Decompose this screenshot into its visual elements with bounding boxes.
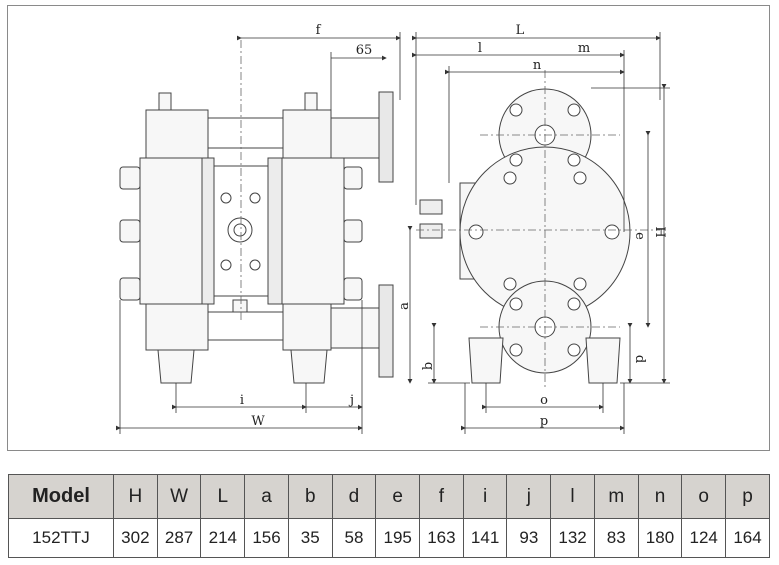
cell-model: 152TTJ bbox=[8, 518, 114, 558]
cell-a: 156 bbox=[244, 518, 289, 558]
cell-L: 214 bbox=[200, 518, 246, 558]
header-model: Model bbox=[8, 474, 114, 519]
dim-label-65: 65 bbox=[356, 43, 373, 58]
header-a: a bbox=[244, 474, 289, 519]
header-d: d bbox=[331, 474, 377, 519]
cell-d: 58 bbox=[331, 518, 377, 558]
header-n: n bbox=[637, 474, 683, 519]
header-j: j bbox=[506, 474, 552, 519]
dim-label-m: m bbox=[578, 41, 590, 56]
dim-label-a: a bbox=[397, 302, 412, 310]
header-e: e bbox=[375, 474, 421, 519]
cell-i: 141 bbox=[462, 518, 508, 558]
dim-label-o: o bbox=[540, 393, 548, 408]
header-b: b bbox=[287, 474, 333, 519]
dim-label-l: l bbox=[478, 41, 482, 56]
header-i: i bbox=[462, 474, 508, 519]
spec-table-header-row: Model H W L a b d e f i j l m n o p bbox=[8, 474, 770, 519]
front-view bbox=[119, 91, 394, 384]
dim-label-H: H bbox=[652, 226, 667, 237]
cell-f: 163 bbox=[419, 518, 464, 558]
cell-W: 287 bbox=[156, 518, 202, 558]
dim-label-d: d bbox=[632, 355, 647, 363]
cell-n: 180 bbox=[637, 518, 683, 558]
header-o: o bbox=[681, 474, 727, 519]
side-view bbox=[419, 88, 631, 384]
header-p: p bbox=[725, 474, 770, 519]
dim-label-j: j bbox=[348, 393, 354, 408]
header-L: L bbox=[200, 474, 246, 519]
cell-o: 124 bbox=[681, 518, 727, 558]
technical-drawing: f 65 L l m n H e a b d i j W o p bbox=[116, 23, 670, 434]
center-lines bbox=[240, 40, 660, 390]
cell-p: 164 bbox=[725, 518, 770, 558]
cell-j: 93 bbox=[506, 518, 552, 558]
dim-label-e: e bbox=[632, 232, 647, 240]
dim-label-p: p bbox=[540, 414, 548, 429]
dimension-labels: f 65 L l m n H e a b d i j W o p bbox=[240, 23, 667, 429]
dim-label-W: W bbox=[251, 414, 265, 429]
header-f: f bbox=[419, 474, 464, 519]
header-H: H bbox=[113, 474, 158, 519]
header-m: m bbox=[593, 474, 639, 519]
spec-table: Model H W L a b d e f i j l m n o p 152T… bbox=[8, 474, 770, 558]
dim-label-n: n bbox=[533, 58, 542, 73]
cell-m: 83 bbox=[593, 518, 639, 558]
dimension-lines bbox=[116, 32, 670, 434]
dim-label-b: b bbox=[421, 362, 436, 370]
dim-label-L: L bbox=[516, 23, 525, 38]
cell-l: 132 bbox=[550, 518, 595, 558]
header-l: l bbox=[550, 474, 595, 519]
header-W: W bbox=[156, 474, 202, 519]
dim-label-f: f bbox=[316, 23, 322, 38]
table-row: 152TTJ 302 287 214 156 35 58 195 163 141… bbox=[8, 518, 770, 558]
cell-e: 195 bbox=[375, 518, 421, 558]
cell-b: 35 bbox=[287, 518, 333, 558]
cell-H: 302 bbox=[113, 518, 158, 558]
dim-label-i: i bbox=[240, 393, 244, 408]
